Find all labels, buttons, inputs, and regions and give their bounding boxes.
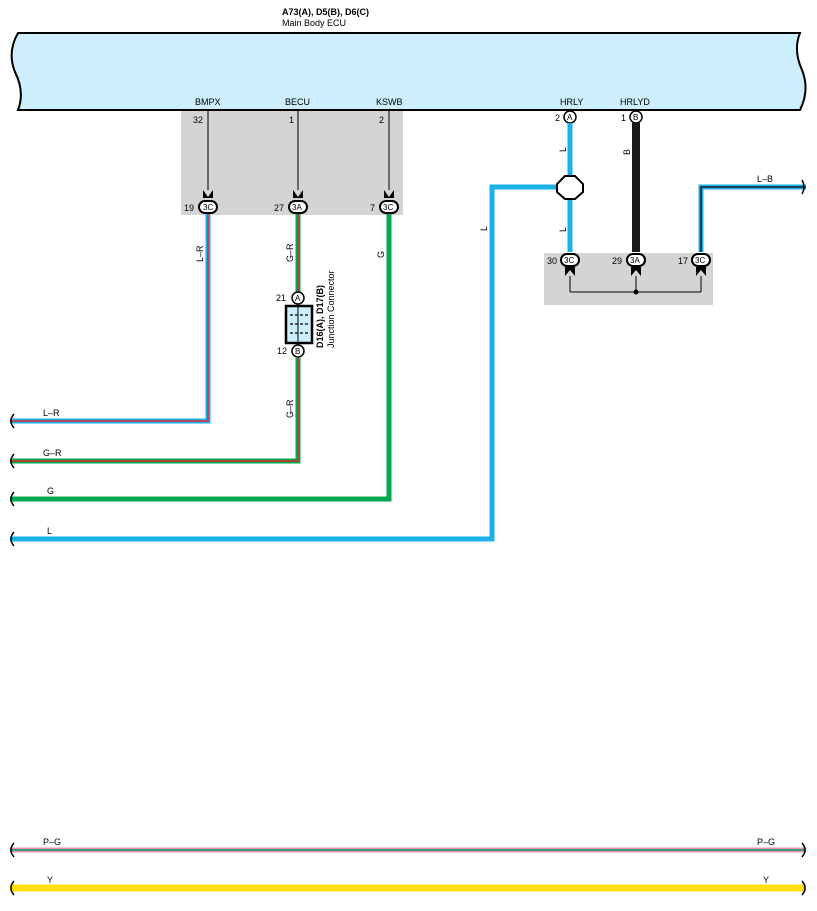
junction-bottom-letter: B xyxy=(295,347,300,356)
wire-label-l-b: L–B xyxy=(757,174,773,184)
bottom-wire-right-label-y: Y xyxy=(763,875,769,885)
wire-label-l-lower: L xyxy=(558,227,568,232)
relay-connector-pin-29: 3A 29 xyxy=(612,253,646,276)
connector-pin-19: 3C 19 xyxy=(184,190,218,214)
ecu-body xyxy=(10,32,807,111)
terminal-pin: 2 xyxy=(555,113,560,123)
connector-pin-7: 3C 7 xyxy=(370,190,399,214)
left-wire-ends: L–R G–R G L xyxy=(10,408,62,547)
connector-id: 3A xyxy=(630,256,640,265)
terminal-pin: 1 xyxy=(289,115,294,125)
connector-id: 3C xyxy=(203,203,213,212)
left-wire-label-g-r: G–R xyxy=(43,448,62,458)
junction-top-letter: A xyxy=(295,294,301,303)
terminal-pin: 2 xyxy=(379,115,384,125)
pin-number: 19 xyxy=(184,203,194,213)
ecu-connector-area xyxy=(181,111,403,215)
terminal-name: KSWB xyxy=(376,97,403,107)
wire-label-l-upper: L xyxy=(558,147,568,152)
wire-label-l-r-vertical: L–R xyxy=(195,245,205,262)
wire-l-b xyxy=(698,184,806,252)
relay-connector-pin-17: 3C 17 xyxy=(678,253,711,276)
terminal-pin-letter: B xyxy=(633,113,638,122)
pin-number: 29 xyxy=(612,256,622,266)
splice-point xyxy=(556,175,584,200)
pin-number: 17 xyxy=(678,256,688,266)
bottom-wire-right-label-p-g: P–G xyxy=(757,837,775,847)
wire-label-g-r-below-junction: G–R xyxy=(285,399,295,418)
bottom-wire-left-label-p-g: P–G xyxy=(43,837,61,847)
ecu-terminal-becu: BECU 1 xyxy=(285,97,310,190)
relay-wires xyxy=(567,123,806,252)
left-wire-label-g: G xyxy=(47,486,54,496)
connector-pin-27: 3A 27 xyxy=(274,190,308,214)
wire-label-b: B xyxy=(622,149,632,155)
ecu-terminal-kswb: KSWB 2 xyxy=(376,97,403,190)
junction-top-pin: 21 xyxy=(276,293,286,303)
connector-id: 3A xyxy=(292,203,302,212)
ecu-terminal-bmpx: BMPX 32 xyxy=(193,97,221,190)
junction-bottom-pin: 12 xyxy=(277,346,287,356)
wire-l-r xyxy=(10,214,211,424)
left-wire-label-l-r: L–R xyxy=(43,408,60,418)
terminal-name: BECU xyxy=(285,97,310,107)
wire-label-l-splice: L xyxy=(479,226,489,231)
terminal-name: HRLYD xyxy=(620,97,650,107)
wire-label-g-vertical: G xyxy=(376,251,386,258)
pin-number: 27 xyxy=(274,203,284,213)
ecu-terminal-hrly: HRLY 2 A xyxy=(555,97,583,124)
wire-l-splice xyxy=(10,184,556,542)
terminal-pin-letter: A xyxy=(567,113,573,122)
bottom-wires xyxy=(10,847,806,892)
wire-g-r-lower-stripe xyxy=(10,358,299,462)
left-wire-label-l: L xyxy=(47,526,52,536)
pin-number: 30 xyxy=(547,256,557,266)
junction-name: Junction Connector xyxy=(326,270,336,348)
ecu-name: Main Body ECU xyxy=(282,18,346,28)
wire-l-b-stripe xyxy=(700,186,806,252)
ecu-code: A73(A), D5(B), D6(C) xyxy=(282,7,369,17)
relay-ground-bus xyxy=(569,276,702,295)
terminal-pin: 32 xyxy=(193,115,203,125)
left-wires xyxy=(10,184,556,542)
bottom-wire-left-label-y: Y xyxy=(47,875,53,885)
connector-id: 3C xyxy=(564,256,574,265)
relay-connector-pin-30: 3C 30 xyxy=(547,253,580,276)
terminal-pin: 1 xyxy=(621,113,626,123)
terminal-name: HRLY xyxy=(560,97,583,107)
main-body-ecu: A73(A), D5(B), D6(C) Main Body ECU xyxy=(10,7,807,111)
connector-id: 3C xyxy=(383,203,393,212)
terminal-name: BMPX xyxy=(195,97,221,107)
pin-number: 7 xyxy=(370,203,375,213)
wire-g xyxy=(10,214,392,502)
junction-code: D16(A), D17(B) xyxy=(315,285,325,348)
wire-l-r-stripe xyxy=(10,214,209,422)
junction-connector: A 21 B 12 D16(A), D17(B) Junction Connec… xyxy=(276,270,336,358)
wire-label-g-r-vertical: G–R xyxy=(285,243,295,262)
connector-id: 3C xyxy=(695,256,705,265)
